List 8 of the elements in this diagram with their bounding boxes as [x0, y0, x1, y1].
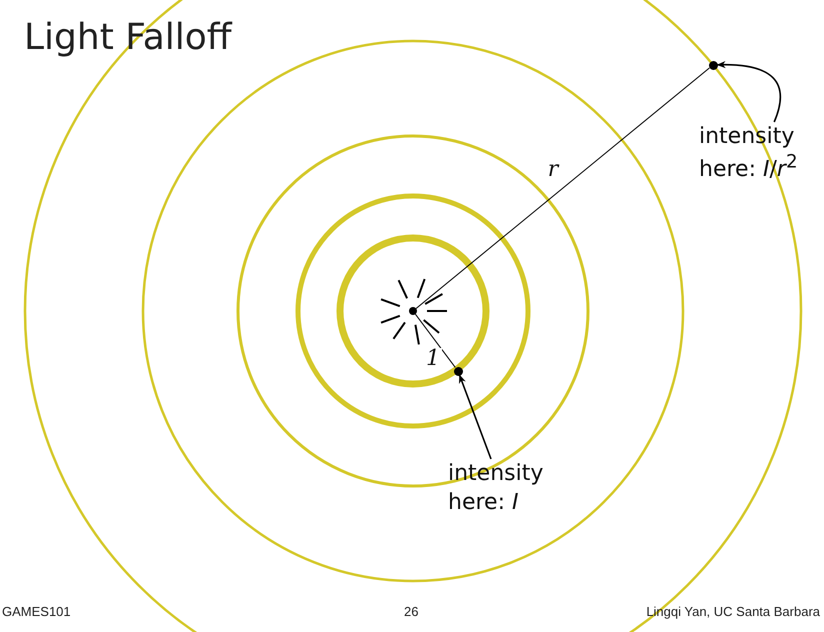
light-source-dot: [409, 307, 417, 315]
radius-line: [416, 67, 710, 309]
arrow: [716, 61, 782, 122]
arrow: [458, 374, 492, 460]
point-dot: [708, 60, 718, 70]
footer-text: 26: [404, 604, 418, 619]
radius-line: [414, 314, 456, 368]
footer-text: GAMES101: [2, 604, 71, 619]
